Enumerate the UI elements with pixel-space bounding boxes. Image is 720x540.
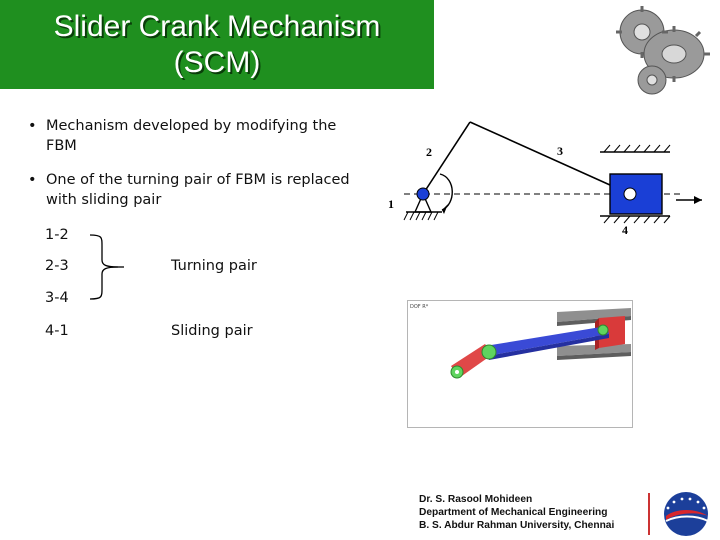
slider-guides (600, 144, 671, 224)
link-label-3: 3 (557, 144, 563, 158)
brace-icon (89, 234, 124, 300)
turning-pair-label: Turning pair (171, 258, 257, 274)
credit-divider (648, 493, 650, 535)
slider-pin (623, 187, 637, 201)
link-label-4: 4 (622, 223, 628, 237)
slider-block (609, 173, 663, 215)
author-name: Dr. S. Rasool Mohideen (419, 494, 533, 505)
bullet-list: • Mechanism developed by modifying the F… (28, 116, 368, 224)
pair-2-3: 2-3 (45, 258, 69, 274)
pair-4-1: 4-1 (45, 323, 69, 339)
sliding-pair-label: Sliding pair (171, 323, 253, 339)
crank-link (422, 121, 471, 195)
crank-pivot (416, 187, 430, 201)
pair-3-4: 3-4 (45, 290, 69, 306)
bullet-text-1: Mechanism developed by modifying the FBM (46, 118, 337, 154)
bullet-item-1: • Mechanism developed by modifying the F… (28, 116, 368, 156)
mechanism-simulation-image: DOF R* (407, 300, 633, 428)
sim-corner-label: DOF R* (410, 304, 429, 310)
author-credit: Dr. S. Rasool Mohideen Department of Mec… (419, 493, 614, 532)
university-logo-icon (664, 492, 709, 536)
bullet-text-2: One of the turning pair of FBM is replac… (46, 172, 350, 208)
author-university: B. S. Abdur Rahman University, Chennai (419, 520, 615, 531)
crank-ground-support (403, 192, 442, 221)
link-label-2: 2 (426, 145, 432, 159)
gears-icon (616, 6, 710, 95)
slide-title: Slider Crank Mechanism (53, 9, 381, 43)
author-department: Department of Mechanical Engineering (419, 507, 608, 518)
rotation-arrow (439, 173, 453, 211)
connecting-rod (469, 121, 631, 195)
bullet-dot: • (28, 118, 37, 134)
bullet-item-2: • One of the turning pair of FBM is repl… (28, 170, 368, 210)
slide-subtitle: (SCM) (173, 45, 261, 79)
slider-crank-diagram: 1 2 3 4 (388, 121, 702, 237)
bullet-dot: • (28, 172, 37, 188)
pair-1-2: 1-2 (45, 227, 69, 243)
link-label-1: 1 (388, 197, 394, 211)
title-banner: Slider Crank Mechanism (SCM) (0, 0, 434, 89)
